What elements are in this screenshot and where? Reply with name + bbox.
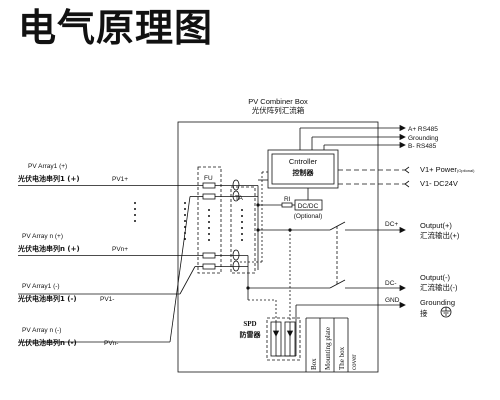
ta-sensor-4 — [232, 260, 240, 272]
bottom-label-cover1: The box — [338, 346, 346, 370]
output-neg-cn: 汇流输出(-) — [420, 282, 458, 292]
dcdc-label: DC/DC — [298, 203, 319, 210]
fuse-pv1-minus — [202, 252, 216, 259]
input-1-cn: 光伏电池串列1 (+) — [17, 174, 80, 183]
rs485-a-plus: A+ RS485 — [408, 126, 438, 133]
rs485-b-minus: B- RS485 — [408, 143, 437, 150]
ri-label: RI — [284, 196, 291, 203]
fuse-pv1-plus — [202, 182, 216, 189]
fuse-label: FU — [204, 175, 213, 182]
controller-inner — [271, 153, 335, 185]
input-2-cn: 光伏电池串列n (+) — [17, 244, 80, 253]
input-4-cn: 光伏电池串列n (-) — [17, 338, 77, 347]
input-3-en: PV Array1 (-) — [22, 283, 60, 290]
input-3-tag: PV1- — [100, 296, 114, 303]
ri-resistor — [281, 202, 293, 208]
junction-dots — [246, 203, 292, 290]
gnd-label: GND — [385, 297, 400, 304]
ta-sensor-3 — [232, 249, 240, 261]
enclosure — [177, 121, 379, 373]
input-4-tag: PVn- — [104, 340, 118, 347]
dcdc-optional: (Optional) — [294, 213, 323, 220]
fuse-pvn-minus — [202, 263, 216, 270]
ta-sensor-2 — [232, 190, 240, 202]
input-2-en: PV Array n (+) — [22, 233, 63, 240]
ground-icon — [440, 306, 452, 318]
input-4-en: PV Array n (-) — [22, 327, 61, 334]
dc-minus-label: DC- — [385, 280, 397, 287]
box-name-en: PV Combiner Box — [248, 97, 308, 106]
controller-box — [267, 149, 339, 189]
output-neg-en: Output(-) — [420, 273, 451, 282]
ta-sensor-1 — [232, 179, 240, 191]
ta-frame — [230, 186, 256, 274]
bottom-label-box: Box — [310, 358, 318, 370]
fuse-frame — [197, 166, 222, 274]
input-1-en: PV Array1 (+) — [28, 163, 67, 170]
ta-label: TA — [235, 195, 243, 202]
power-v1-minus: V1- DC24V — [420, 179, 458, 188]
fuse-pvn-plus — [202, 193, 216, 200]
output-pos-en: Output(+) — [420, 221, 452, 230]
rs485-grounding: Grounding — [408, 135, 439, 142]
spd-frame — [266, 317, 301, 361]
bottom-label-plate: Mounting plate — [324, 327, 332, 370]
output-pos-cn: 汇流输出(+) — [420, 230, 460, 240]
power-v1-plus: V1+ Power(Optional) — [420, 165, 475, 174]
input-2-tag: PVn+ — [112, 246, 128, 253]
controller-name-en: Cntroller — [289, 157, 318, 166]
string-ellipsis-dots — [134, 202, 243, 241]
dc-plus-label: DC+ — [385, 221, 398, 228]
controller-name-cn: 控制器 — [293, 168, 315, 177]
output-gnd-en: Grounding — [420, 298, 455, 307]
box-name-cn: 光伏阵列汇流箱 — [252, 105, 305, 115]
bottom-label-cover2: cover — [350, 354, 358, 370]
spd-label-cn: 防雷器 — [240, 330, 262, 339]
page-title: 电气原理图 — [18, 6, 214, 50]
dcdc-box — [294, 199, 323, 211]
spd-label-en: SPD — [243, 320, 256, 328]
output-gnd-cn: 接 — [420, 308, 428, 318]
input-3-cn: 光伏电池串列1 (-) — [17, 294, 77, 303]
input-1-tag: PV1+ — [112, 176, 128, 183]
